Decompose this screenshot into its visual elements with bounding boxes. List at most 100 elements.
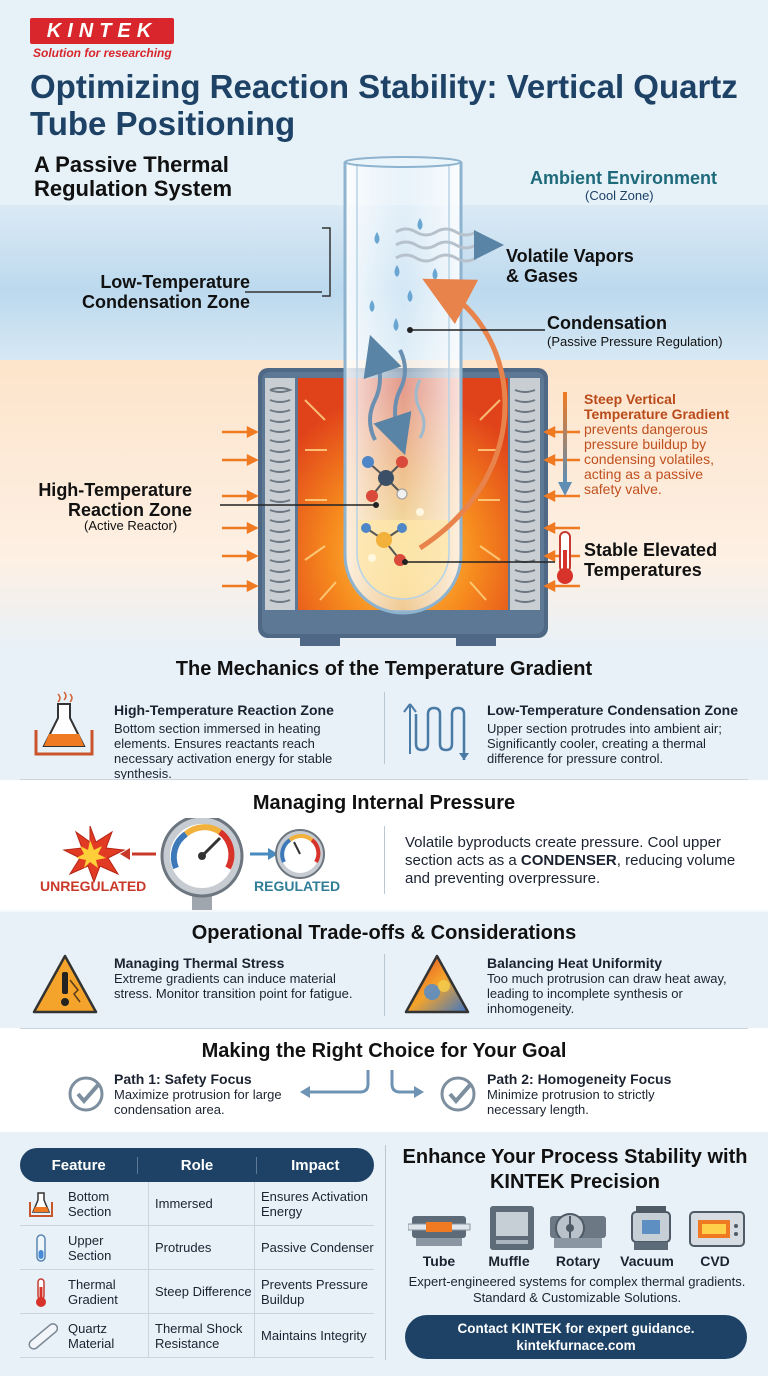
pressure-body: Volatile byproducts create pressure. Coo…	[405, 834, 740, 888]
gradient-note-title: Steep Vertical Temperature Gradient	[584, 391, 730, 422]
path1-body: Maximize protrusion for large condensati…	[114, 1087, 282, 1117]
beaker-icon	[29, 1191, 53, 1217]
product-label-muffle: Muffle	[488, 1253, 530, 1269]
cell-impact: Prevents Pressure Buildup	[254, 1269, 374, 1314]
thermometer-icon	[557, 531, 573, 584]
tube-furnace-icon	[408, 1216, 471, 1246]
contact-kintek-button[interactable]: Contact KINTEK for expert guidance. kint…	[405, 1315, 747, 1359]
mechanics-right-title: Low-Temperature Condensation Zone	[487, 702, 738, 718]
product-icons	[408, 1206, 745, 1250]
header-impact: Impact	[255, 1156, 374, 1174]
table-row: Quartz Material Thermal Shock Resistance…	[20, 1313, 374, 1358]
cell-feature: Quartz Material	[20, 1314, 148, 1358]
cell-text: Thermal Gradient	[68, 1276, 118, 1307]
header: KINTEK Solution for researching Optimizi…	[0, 0, 768, 205]
warning-icon	[32, 954, 98, 1014]
condensation-sub: (Passive Pressure Regulation)	[547, 334, 723, 349]
kintek-logo: KINTEK	[30, 18, 174, 44]
quartz-tube-illustration	[220, 156, 580, 646]
table-row: Bottom Section Immersed Ensures Activati…	[20, 1181, 374, 1226]
pressure-top-rule	[20, 779, 748, 780]
tradeoffs-right-title: Balancing Heat Uniformity	[487, 955, 663, 971]
product-label-rotary: Rotary	[555, 1253, 601, 1269]
page-title: Optimizing Reaction Stability: Vertical …	[30, 68, 738, 142]
mechanics-title: The Mechanics of the Temperature Gradien…	[175, 658, 593, 680]
choice-top-rule	[20, 1028, 748, 1029]
choice-title: Making the Right Choice for Your Goal	[201, 1040, 567, 1062]
ambient-environment-sub: (Cool Zone)	[585, 188, 654, 203]
heat-uniformity-icon	[404, 954, 470, 1014]
gradient-note-body: prevents dangerous pressure buildup by c…	[584, 421, 714, 497]
tradeoffs-divider	[384, 954, 385, 1016]
pressure-gauges-graphic	[62, 818, 325, 910]
header-role: Role	[137, 1156, 255, 1174]
path1-title: Path 1: Safety Focus	[114, 1071, 252, 1087]
mechanics-right-body: Upper section protrudes into ambient air…	[487, 721, 722, 766]
choice-section	[0, 1028, 768, 1132]
tradeoffs-left-title: Managing Thermal Stress	[114, 955, 285, 971]
cta-description: Expert-engineered systems for complex th…	[408, 1274, 746, 1305]
check-circle-icon	[68, 1076, 104, 1112]
test-tube-icon	[36, 1233, 46, 1262]
cell-text: Bottom Section	[68, 1188, 112, 1219]
cvd-furnace-icon	[689, 1211, 745, 1247]
cell-feature: Upper Section	[20, 1226, 148, 1270]
cta-title: Enhance Your Process Stability with KINT…	[402, 1146, 748, 1193]
flask-icon	[34, 691, 94, 756]
vacuum-furnace-icon	[631, 1206, 671, 1250]
cell-text: Prevents Pressure Buildup	[261, 1276, 368, 1307]
condenser-coil-icon	[403, 703, 469, 760]
pressure-body-pre: Volatile byproducts create pressure. Coo…	[405, 834, 722, 869]
pressure-body-strong: CONDENSER	[520, 852, 617, 869]
regulated-label: REGULATED	[254, 878, 341, 894]
condensation-label: Condensation	[547, 313, 667, 333]
table-header: Feature Role Impact	[20, 1148, 374, 1182]
mechanics-left-body: Bottom section immersed in heating eleme…	[114, 721, 333, 781]
left-heating-coil	[269, 387, 293, 603]
rotary-furnace-icon	[550, 1213, 606, 1248]
cell-role: Immersed	[148, 1181, 254, 1226]
product-label-vacuum: Vacuum	[620, 1253, 674, 1269]
cell-text: Ensures Activation Energy	[261, 1188, 368, 1219]
cell-text: Steep Difference	[155, 1284, 252, 1299]
hero-subtitle: A Passive Thermal Regulation System	[34, 152, 233, 201]
tradeoffs-title: Operational Trade-offs & Considerations	[191, 922, 577, 944]
mechanics-divider	[384, 692, 385, 764]
tradeoffs-left-body: Extreme gradients can induce material st…	[114, 971, 353, 1001]
high-temp-zone-sub: (Active Reactor)	[84, 518, 178, 533]
mechanics-left-title: High-Temperature Reaction Zone	[114, 702, 334, 718]
check-circle-icon-2	[440, 1076, 476, 1112]
table-row: Thermal Gradient Steep Difference Preven…	[20, 1269, 374, 1314]
cell-text: Quartz Material	[68, 1320, 115, 1351]
cell-impact: Maintains Integrity	[254, 1313, 374, 1358]
logo-tagline: Solution for researching	[33, 46, 172, 60]
condensation-arrow	[418, 278, 508, 551]
path2-title: Path 2: Homogeneity Focus	[487, 1071, 672, 1087]
tradeoffs-right-body: Too much protrusion can draw heat away, …	[487, 971, 727, 1016]
feature-table: Feature Role Impact Bottom Section Immer…	[20, 1148, 374, 1358]
muffle-furnace-icon	[490, 1206, 534, 1250]
low-temp-zone-label: Low-Temperature Condensation Zone	[82, 272, 250, 312]
cell-impact: Ensures Activation Energy	[254, 1181, 374, 1226]
cell-impact: Passive Condenser	[254, 1225, 374, 1270]
path2-body: Minimize protrusion to strictly necessar…	[487, 1087, 655, 1117]
contact-button-line1: Contact KINTEK for expert guidance.	[457, 1321, 695, 1336]
volatile-vapors-label: Volatile Vapors & Gases	[506, 246, 634, 286]
product-label-cvd: CVD	[700, 1253, 730, 1269]
pressure-title: Managing Internal Pressure	[252, 792, 516, 814]
thermometer-small-icon	[36, 1277, 46, 1307]
ambient-environment-label: Ambient Environment	[530, 168, 718, 188]
gradient-note: Steep Vertical Temperature Gradient prev…	[584, 392, 744, 497]
contact-button-url: kintekfurnace.com	[516, 1338, 636, 1353]
cell-text: Passive Condenser	[261, 1240, 374, 1255]
cell-role: Thermal Shock Resistance	[148, 1313, 254, 1358]
high-temp-zone-label: High-Temperature Reaction Zone	[38, 480, 192, 520]
cell-feature: Bottom Section	[20, 1182, 148, 1226]
table-row: Upper Section Protrudes Passive Condense…	[20, 1225, 374, 1270]
cell-text: Protrudes	[155, 1240, 212, 1255]
cell-text: Immersed	[155, 1196, 213, 1211]
cell-role: Steep Difference	[148, 1269, 254, 1314]
quartz-rod-icon	[28, 1322, 58, 1350]
cell-text: Maintains Integrity	[261, 1328, 367, 1343]
header-feature: Feature	[51, 1156, 106, 1174]
